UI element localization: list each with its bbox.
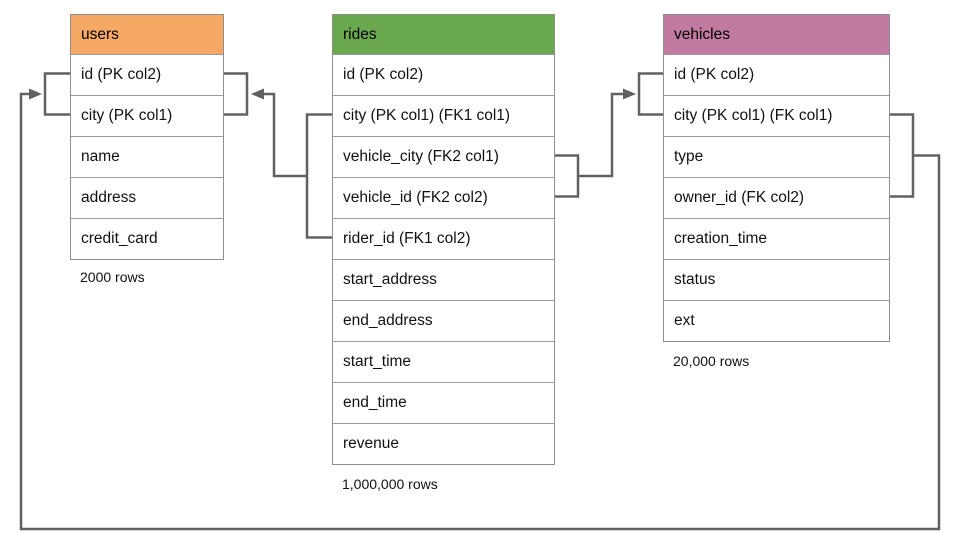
column-vehicles-city: city (PK col1) (FK col1) [664, 95, 889, 136]
fk-vehicles-to-users-connector [19, 72, 941, 531]
fk-rides-to-users-connector [222, 72, 332, 239]
column-rides-revenue: revenue [333, 423, 554, 464]
column-users-name: name [71, 136, 223, 177]
arrowhead-to-users-left [29, 88, 42, 100]
column-rides-start-time: start_time [333, 341, 554, 382]
column-rides-end-time: end_time [333, 382, 554, 423]
table-rides: rides id (PK col2) city (PK col1) (FK1 c… [332, 14, 555, 465]
fk-rides-to-vehicles-connector [553, 72, 663, 198]
column-users-city: city (PK col1) [71, 95, 223, 136]
column-rides-end-address: end_address [333, 300, 554, 341]
column-users-credit-card: credit_card [71, 218, 223, 259]
column-vehicles-status: status [664, 259, 889, 300]
column-vehicles-owner-id: owner_id (FK col2) [664, 177, 889, 218]
arrowhead-to-users [251, 88, 264, 100]
table-users: users id (PK col2) city (PK col1) name a… [70, 14, 224, 260]
column-rides-city: city (PK col1) (FK1 col1) [333, 95, 554, 136]
table-rides-header: rides [333, 15, 554, 54]
column-vehicles-ext: ext [664, 300, 889, 341]
column-rides-id: id (PK col2) [333, 54, 554, 95]
column-vehicles-id: id (PK col2) [664, 54, 889, 95]
table-vehicles: vehicles id (PK col2) city (PK col1) (FK… [663, 14, 890, 342]
column-vehicles-type: type [664, 136, 889, 177]
column-vehicles-creation-time: creation_time [664, 218, 889, 259]
column-rides-vehicle-id: vehicle_id (FK2 col2) [333, 177, 554, 218]
users-row-count: 2000 rows [80, 269, 145, 285]
arrowhead-to-vehicles [623, 88, 636, 100]
rides-row-count: 1,000,000 rows [342, 476, 438, 492]
column-users-id: id (PK col2) [71, 54, 223, 95]
column-rides-rider-id: rider_id (FK1 col2) [333, 218, 554, 259]
table-vehicles-header: vehicles [664, 15, 889, 54]
vehicles-row-count: 20,000 rows [673, 353, 750, 369]
table-users-header: users [71, 15, 223, 54]
column-rides-start-address: start_address [333, 259, 554, 300]
column-rides-vehicle-city: vehicle_city (FK2 col1) [333, 136, 554, 177]
column-users-address: address [71, 177, 223, 218]
